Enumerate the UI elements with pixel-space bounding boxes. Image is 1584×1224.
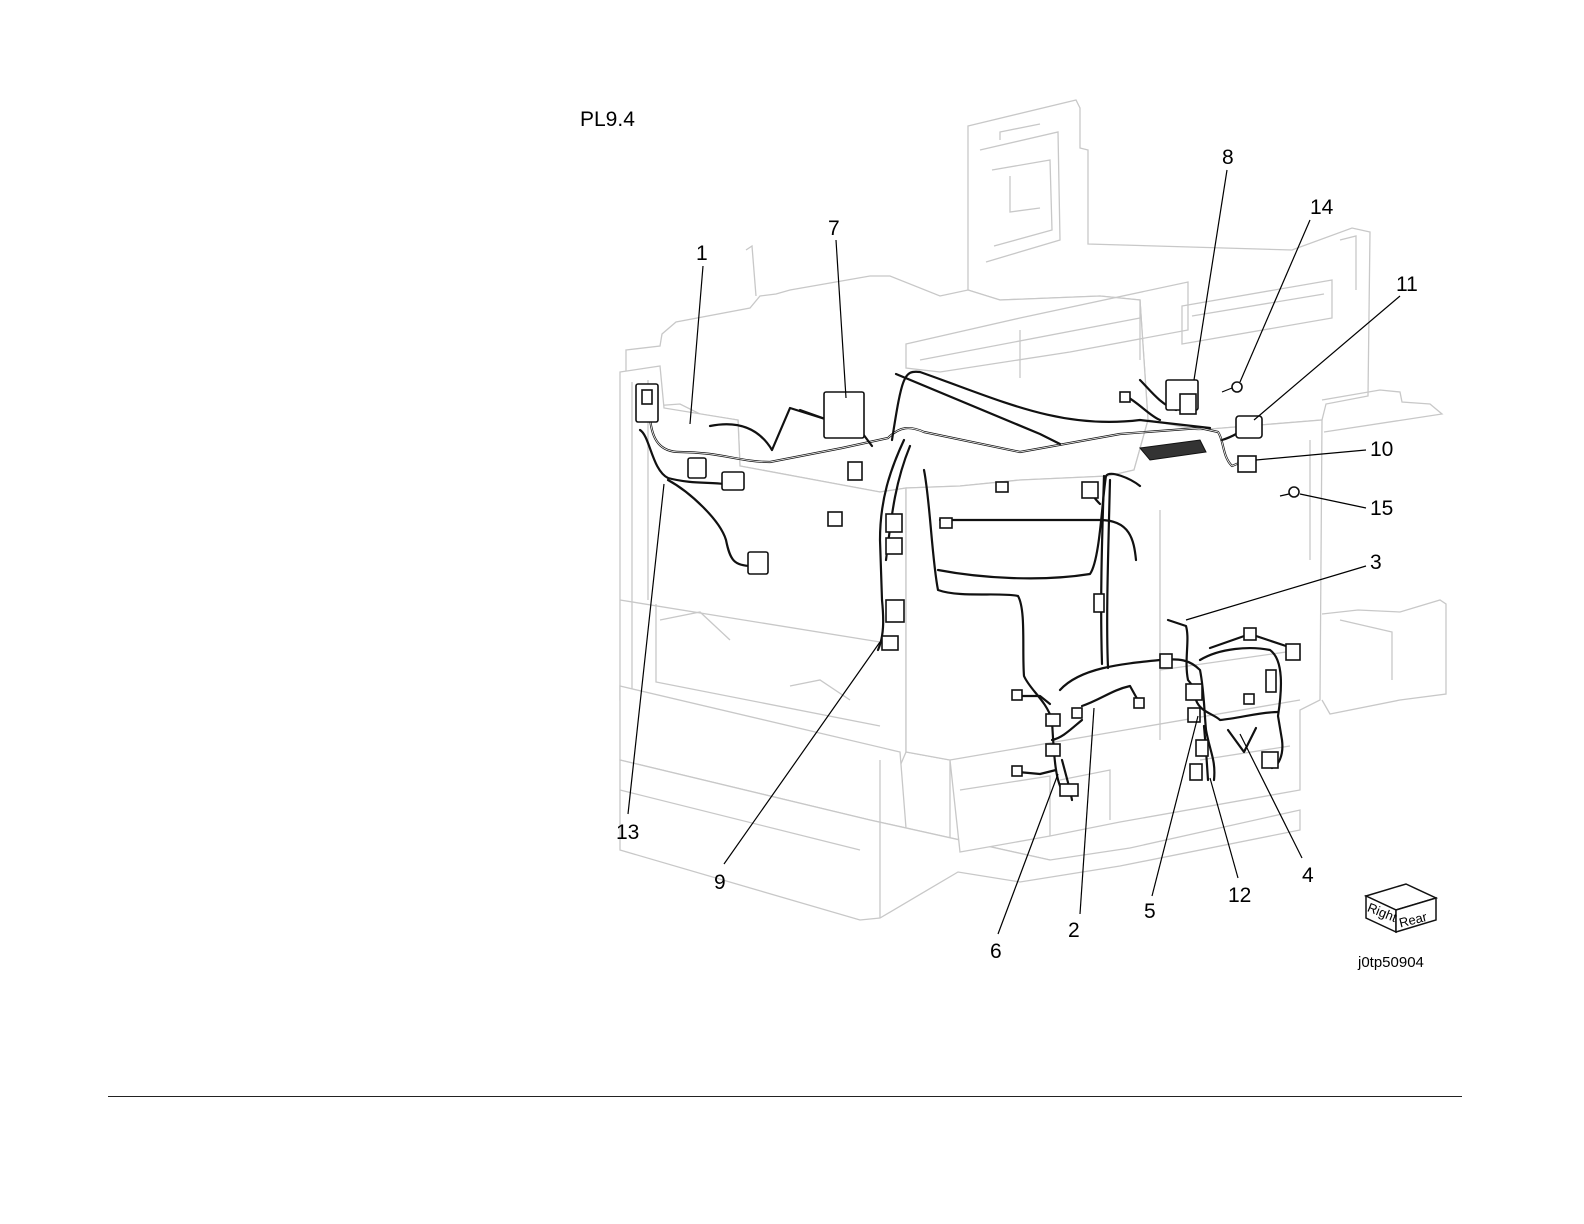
connector: [1190, 764, 1202, 780]
connector: [722, 472, 744, 490]
connector: [1196, 740, 1208, 756]
connector: [1012, 690, 1022, 700]
connector: [1094, 594, 1104, 612]
callout-7: 7: [828, 217, 840, 240]
screw-icon: [1289, 487, 1299, 497]
connector: [1046, 714, 1060, 726]
machine-frame: [620, 100, 1446, 920]
connector: [1266, 670, 1276, 692]
connector: [848, 462, 862, 480]
connector: [688, 458, 706, 478]
connector: [1072, 708, 1082, 718]
connector: [1160, 654, 1172, 668]
callout-10: 10: [1370, 438, 1393, 461]
connector: [886, 600, 904, 622]
connector: [1262, 752, 1278, 768]
connector: [1134, 698, 1144, 708]
connector: [1082, 482, 1098, 498]
connector: [1046, 744, 1060, 756]
connector: [1120, 392, 1130, 402]
callout-14: 14: [1310, 196, 1334, 219]
connector: [1286, 644, 1300, 660]
connector: [748, 552, 768, 574]
connector: [996, 482, 1008, 492]
connector: [1236, 416, 1262, 438]
connector: [1244, 694, 1254, 704]
connector: [1244, 628, 1256, 640]
connector: [1186, 684, 1202, 700]
connector: [882, 636, 898, 650]
orientation-cube-icon: Right Rear: [1365, 884, 1436, 932]
callout-13: 13: [616, 821, 639, 844]
connector: [1012, 766, 1022, 776]
connector: [1238, 456, 1256, 472]
figure-reference-id: j0tp50904: [1358, 954, 1424, 971]
frame-rear-panel: [906, 420, 1322, 852]
callout-3: 3: [1370, 551, 1382, 574]
callout-8: 8: [1222, 146, 1234, 169]
connector: [1060, 784, 1078, 796]
bracket-plate: [824, 392, 864, 438]
connector: [886, 538, 902, 554]
connector: [828, 512, 842, 526]
callout-6: 6: [990, 940, 1002, 963]
callout-1: 1: [696, 242, 708, 265]
callout-12: 12: [1228, 884, 1251, 907]
callout-4: 4: [1302, 864, 1314, 887]
callout-5: 5: [1144, 900, 1156, 923]
callout-11: 11: [1396, 273, 1418, 296]
connector: [1188, 708, 1200, 722]
connector: [940, 518, 952, 528]
frame-right-stub: [1322, 390, 1442, 432]
callout-2: 2: [1068, 919, 1080, 942]
connector: [1180, 394, 1196, 414]
screw-icon: [1232, 382, 1242, 392]
callout-15: 15: [1370, 497, 1393, 520]
callout-9: 9: [714, 871, 726, 894]
connector: [886, 514, 902, 532]
footer-divider: [108, 1096, 1462, 1097]
